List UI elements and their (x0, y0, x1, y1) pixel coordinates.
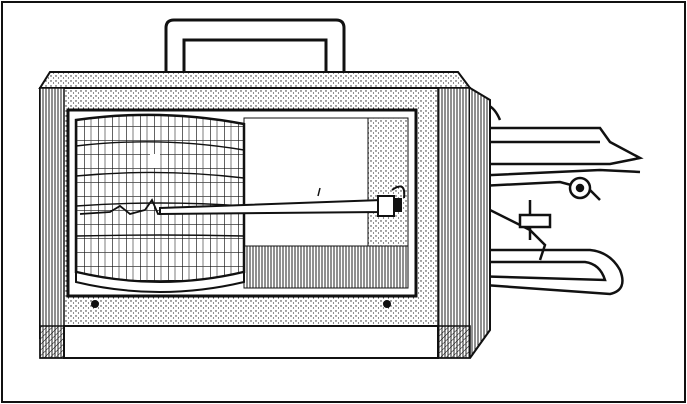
sensor-linkage-icon (468, 102, 644, 296)
recording-drum-icon (74, 113, 246, 293)
screw-left (91, 300, 99, 308)
screw-right (383, 300, 391, 308)
pen-arm-icon (159, 185, 406, 217)
